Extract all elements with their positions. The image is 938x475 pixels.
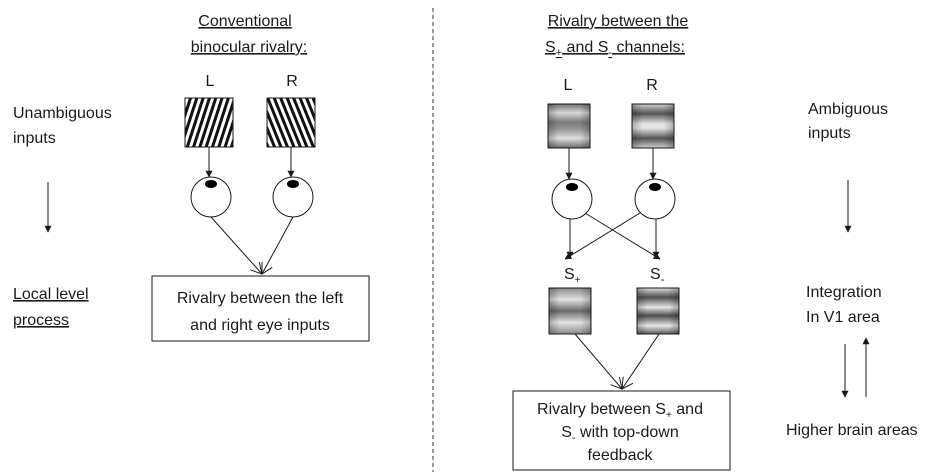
right-rivalry-box bbox=[512, 390, 731, 471]
left-title-line2: binocular rivalry: bbox=[191, 39, 307, 56]
right-side-label-bottom: Higher brain areas bbox=[786, 422, 918, 439]
arrow-eye-r-to-splus bbox=[564, 212, 641, 260]
left-rivalry-box-line2: and right eye inputs bbox=[190, 317, 330, 334]
arrow-right-eye-to-rivalry bbox=[262, 216, 294, 274]
left-side-label-top-line2: inputs bbox=[13, 130, 56, 147]
right-rivalry-box-line2: S- with top-down bbox=[561, 424, 679, 444]
plaid-stimulus-l bbox=[547, 103, 591, 149]
right-side-label-top-line1: Ambiguous bbox=[808, 101, 888, 118]
right-title-line1: Rivalry between the bbox=[548, 13, 689, 30]
left-eye-label-r: R bbox=[286, 73, 298, 90]
left-side-label-top-line1: Unambiguous bbox=[13, 105, 112, 122]
channel-splus-label: S+ bbox=[564, 266, 581, 286]
right-eye-label-l: L bbox=[564, 77, 573, 94]
arrow-sminus-to-rivalry bbox=[622, 333, 660, 389]
arrow-left-eye-to-rivalry bbox=[210, 216, 262, 274]
right-eye-icon bbox=[272, 176, 314, 218]
right-rivalry-box-line1: Rivalry between S+ and bbox=[537, 401, 703, 421]
arrow-eye-l-to-sminus bbox=[584, 212, 661, 260]
left-eye-icon bbox=[190, 176, 232, 218]
left-title-line1: Conventional bbox=[198, 13, 291, 30]
channel-sminus-label: S- bbox=[650, 266, 665, 286]
left-rivalry-box bbox=[151, 275, 370, 342]
left-side-label-mid-line2: process bbox=[13, 312, 69, 329]
left-eye-label-l: L bbox=[206, 73, 215, 90]
right-eye-label-r: R bbox=[646, 77, 658, 94]
right-side-label-top-line2: inputs bbox=[808, 125, 851, 142]
left-grating-stimulus-l bbox=[184, 97, 234, 148]
channel-sminus-grating bbox=[636, 287, 680, 335]
channel-splus-grating bbox=[548, 287, 592, 335]
left-side-label-mid-line1: Local level bbox=[13, 286, 89, 303]
right-side-label-mid-line2: In V1 area bbox=[806, 309, 880, 326]
right-side-label-mid-line1: Integration bbox=[806, 284, 882, 301]
plaid-stimulus-r bbox=[631, 103, 675, 149]
arrow-splus-to-rivalry bbox=[574, 333, 622, 389]
left-rivalry-box-line1: Rivalry between the left bbox=[177, 290, 344, 307]
right-title-line2: S+ and S- channels: bbox=[545, 39, 685, 59]
right-panel-eye-r-icon bbox=[634, 178, 676, 220]
right-rivalry-box-line3: feedback bbox=[588, 447, 654, 464]
right-panel-eye-l-icon bbox=[551, 178, 593, 220]
right-grating-stimulus-r bbox=[266, 97, 316, 148]
